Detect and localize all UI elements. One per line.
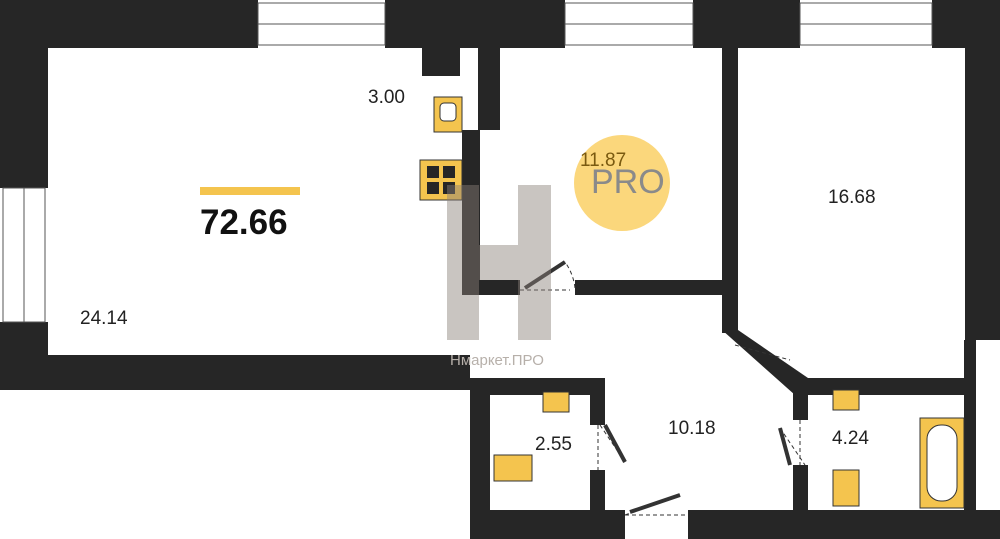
fixtures <box>419 96 965 509</box>
pro-badge <box>574 135 670 231</box>
room-area-bedroom-1: 11.87 <box>580 150 627 171</box>
watermark-brand: Нмаркет.ПРО <box>450 352 544 369</box>
room-area-bathroom: 4.24 <box>832 428 869 449</box>
room-area-hallway: 10.18 <box>668 418 716 439</box>
room-area-kitchen: 3.00 <box>368 87 405 108</box>
room-area-wc: 2.55 <box>535 434 572 455</box>
total-area-bar <box>200 187 300 195</box>
room-area-living: 24.14 <box>80 308 128 329</box>
windows <box>2 2 933 323</box>
pro-badge-text: PRO <box>591 163 665 201</box>
door-leaves <box>523 260 792 514</box>
watermark-logo <box>447 185 551 340</box>
total-area: 72.66 <box>200 203 288 242</box>
room-area-bedroom-2: 16.68 <box>828 187 876 208</box>
